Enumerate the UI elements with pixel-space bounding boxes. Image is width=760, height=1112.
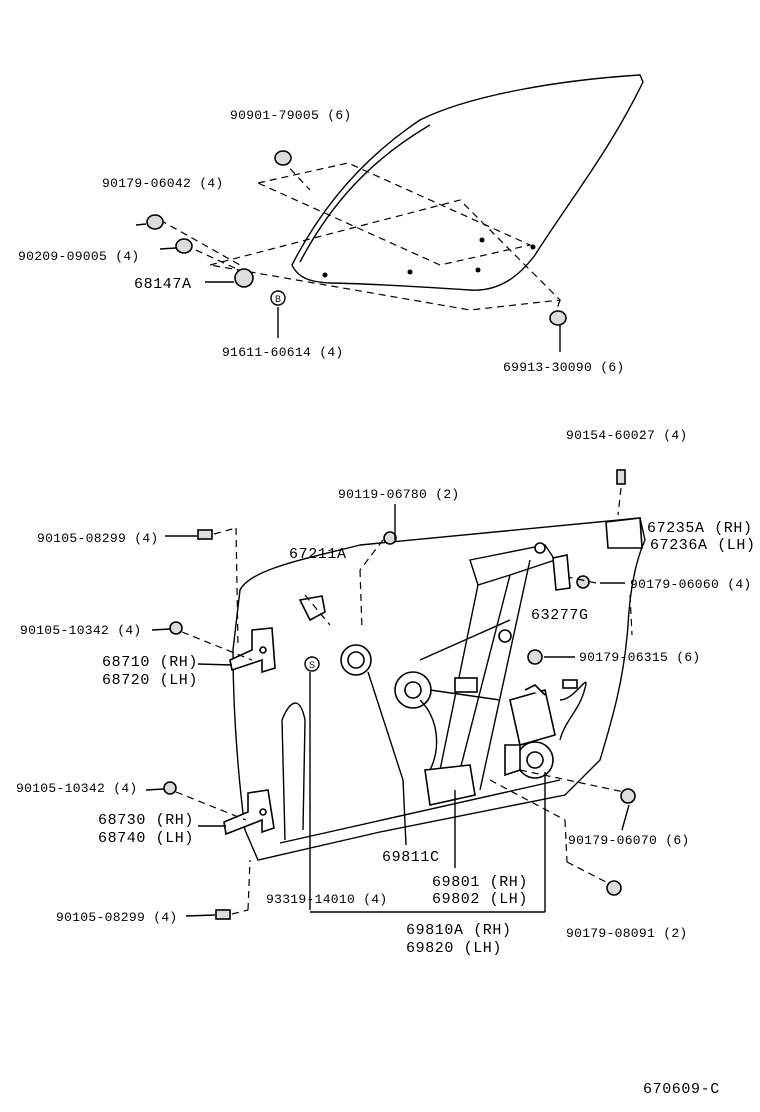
label-67235a-rh: 67235A (RH) — [647, 520, 753, 537]
label-68147a: 68147A — [134, 276, 192, 293]
screw-s-circle-icon — [304, 656, 320, 672]
label-90154-60027: 90154-60027 (4) — [566, 428, 688, 443]
label-90105-08299-top: 90105-08299 (4) — [37, 531, 159, 546]
window-regulator — [394, 542, 557, 806]
label-69801-rh: 69801 (RH) — [432, 874, 529, 891]
label-90105-08299-bot: 90105-08299 (4) — [56, 910, 178, 925]
label-91611-60614: 91611-60614 (4) — [222, 345, 344, 360]
label-67211a: 67211A — [289, 546, 347, 563]
label-93319-14010: 93319-14010 (4) — [266, 892, 388, 907]
label-69811c: 69811C — [382, 849, 440, 866]
regulator-motor — [504, 679, 587, 779]
label-90119-06780: 90119-06780 (2) — [338, 487, 460, 502]
label-90901-79005: 90901-79005 (6) — [230, 108, 352, 123]
label-90179-08091: 90179-08091 (2) — [566, 926, 688, 941]
label-69820-lh: 69820 (LH) — [406, 940, 503, 957]
label-90179-06070: 90179-06070 (6) — [568, 833, 690, 848]
hinge-parts — [223, 627, 276, 836]
label-68720-lh: 68720 (LH) — [102, 672, 199, 689]
label-90179-06315: 90179-06315 (6) — [579, 650, 701, 665]
label-69810a-rh: 69810A (RH) — [406, 922, 512, 939]
door-glass — [291, 74, 644, 291]
leader-lines — [145, 487, 633, 917]
label-69802-lh: 69802 (LH) — [432, 891, 529, 908]
lower-fasteners — [163, 469, 636, 920]
label-90105-10342-b: 90105-10342 (4) — [16, 781, 138, 796]
top-fasteners — [135, 150, 567, 352]
screw-s-mark: S — [309, 660, 315, 670]
label-90179-06060: 90179-06060 (4) — [630, 577, 752, 592]
small-components — [298, 517, 643, 676]
label-69913-30090: 69913-30090 (6) — [503, 360, 625, 375]
label-68710-rh: 68710 (RH) — [102, 654, 199, 671]
label-63277g: 63277G — [531, 607, 589, 624]
door-panel — [232, 517, 646, 861]
label-68740-lh: 68740 (LH) — [98, 830, 195, 847]
footer-code: 670609-C — [643, 1081, 720, 1098]
label-90179-06042: 90179-06042 (4) — [102, 176, 224, 191]
label-90105-10342-a: 90105-10342 (4) — [20, 623, 142, 638]
bolt-b-mark: B — [275, 294, 281, 304]
label-67236a-lh: 67236A (LH) — [650, 537, 756, 554]
bolt-b-circle-icon — [270, 290, 286, 306]
label-90209-09005: 90209-09005 (4) — [18, 249, 140, 264]
label-68730-rh: 68730 (RH) — [98, 812, 195, 829]
corner-mark: - - - — [730, 0, 760, 7]
